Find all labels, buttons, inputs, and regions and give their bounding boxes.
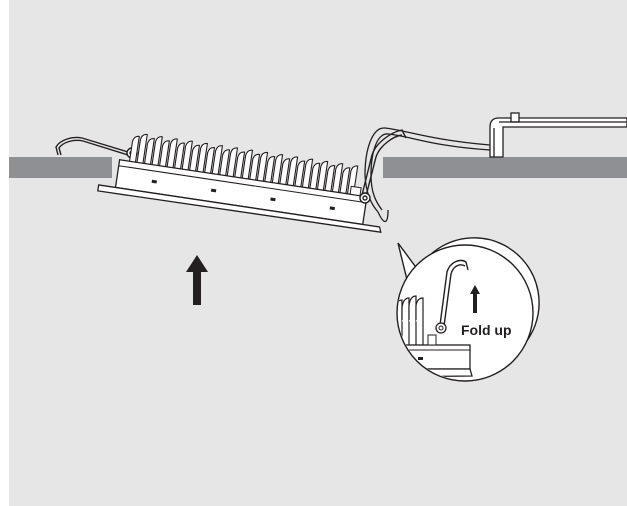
ceiling bbox=[9, 157, 627, 178]
heat-sink-fin bbox=[136, 133, 148, 164]
heat-sink-fin bbox=[128, 135, 140, 163]
fold-up-arrow-icon bbox=[470, 285, 480, 313]
heat-sink-fin bbox=[309, 162, 321, 190]
right-spring-clip bbox=[359, 129, 407, 204]
heat-sink-fin bbox=[166, 138, 178, 168]
heat-sink-fin bbox=[159, 140, 170, 167]
heat-sink-fin bbox=[316, 160, 329, 191]
heat-sink-fin bbox=[226, 147, 239, 177]
heat-sink-fin bbox=[189, 144, 201, 172]
heat-sink-fin bbox=[286, 156, 299, 186]
heat-sink-fin bbox=[294, 160, 306, 187]
heat-sink-fin bbox=[324, 164, 336, 192]
heat-sink-fin bbox=[256, 151, 269, 182]
downlight-fixture bbox=[97, 133, 382, 233]
fixture-trim bbox=[97, 184, 382, 233]
background-panel bbox=[9, 0, 627, 506]
heat-sink-fin bbox=[331, 163, 344, 193]
driver-box bbox=[489, 112, 627, 158]
heat-sink-fin bbox=[264, 156, 276, 183]
heat-sink-fin bbox=[346, 165, 359, 195]
heat-sink-fin bbox=[234, 151, 246, 178]
heat-sink-fin bbox=[181, 140, 193, 171]
ceiling-left bbox=[9, 157, 112, 178]
heat-sink-fin bbox=[279, 158, 291, 185]
heat-sink-fin bbox=[249, 153, 261, 181]
heat-sink-fin bbox=[241, 149, 254, 180]
ceiling-right bbox=[383, 157, 627, 178]
heat-sink-fin bbox=[196, 142, 209, 173]
heat-sink-fin bbox=[144, 138, 155, 165]
heat-sink-fin bbox=[301, 158, 314, 189]
heat-sink-fin bbox=[339, 167, 351, 194]
heat-sink-fin bbox=[211, 145, 224, 175]
heat-sink-fin bbox=[204, 147, 216, 174]
up-arrow-icon bbox=[186, 255, 208, 305]
heat-sink-fin bbox=[174, 142, 186, 169]
heat-sink-fin bbox=[271, 154, 284, 184]
heat-sink-fin bbox=[219, 149, 231, 176]
heat-sink bbox=[128, 133, 359, 195]
heat-sink-fin bbox=[151, 136, 163, 166]
callout-label: Fold up bbox=[461, 322, 512, 338]
